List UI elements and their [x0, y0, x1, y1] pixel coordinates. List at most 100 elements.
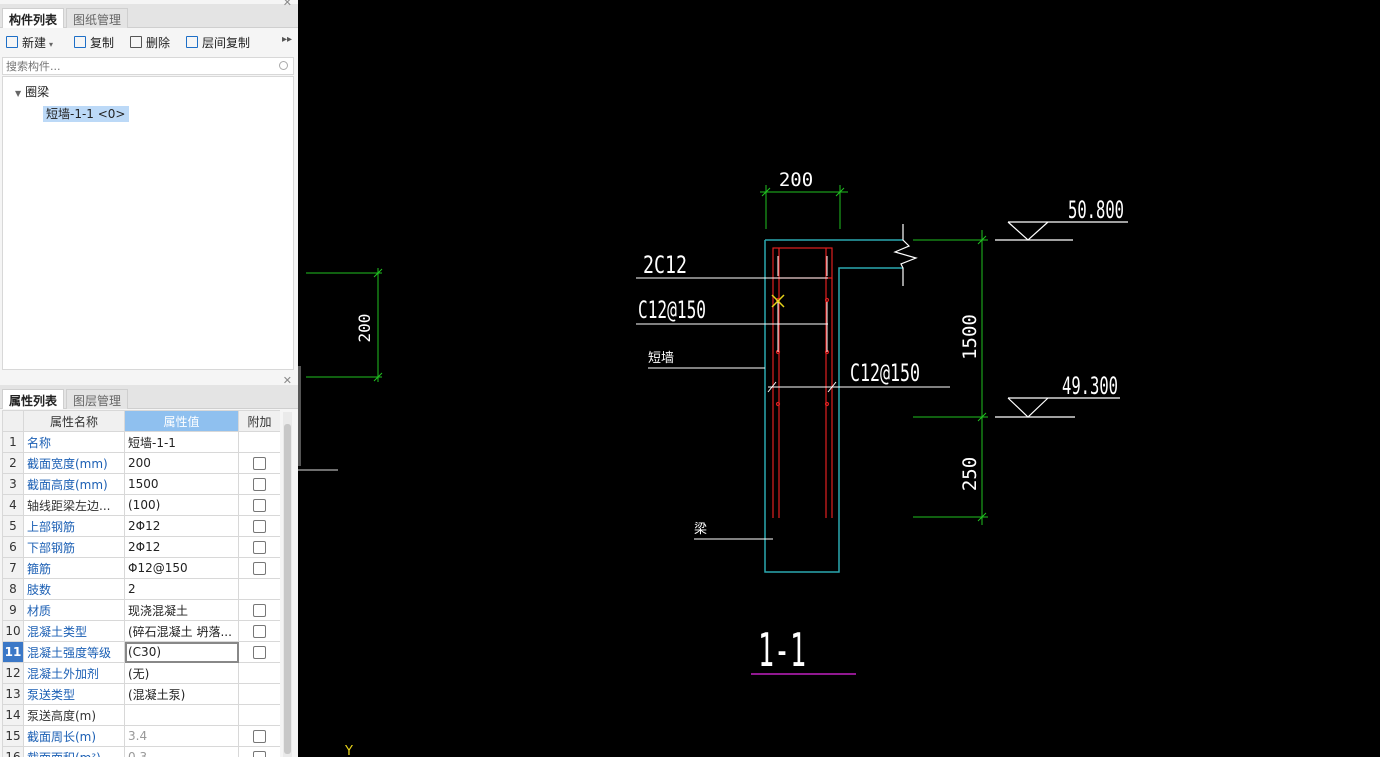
floor-copy-icon: [186, 36, 198, 48]
header-extra: 附加: [238, 410, 280, 432]
property-name: 截面周长(m): [23, 725, 125, 747]
floor-copy-button[interactable]: 层间复制: [186, 34, 250, 52]
property-value[interactable]: (碎石混凝土 坍落...: [124, 620, 239, 642]
property-scrollbar[interactable]: [283, 412, 292, 757]
component-tree: ▼圈梁 短墙-1-1 <0>: [2, 76, 294, 370]
extra-cell: [238, 515, 280, 537]
dropdown-caret-icon[interactable]: ▾: [49, 40, 54, 49]
extra-checkbox[interactable]: [253, 646, 266, 659]
label-2c12: 2C12: [643, 251, 687, 279]
label-short-wall: 短墙: [648, 351, 674, 366]
label-c12-150-a: C12@150: [638, 296, 706, 324]
tab-component-list[interactable]: 构件列表: [2, 8, 65, 28]
property-value[interactable]: 2: [124, 578, 239, 600]
property-value[interactable]: 2Φ12: [124, 536, 239, 558]
row-number: 2: [2, 452, 24, 474]
extra-cell: [238, 725, 280, 747]
stirrup-ticks: [777, 256, 828, 352]
splitter-handle[interactable]: [298, 366, 301, 466]
property-row[interactable]: 16截面面积(m²)0.3: [2, 746, 280, 757]
property-value[interactable]: 200: [124, 452, 239, 474]
extra-checkbox[interactable]: [253, 520, 266, 533]
left-dim-text: 200: [355, 314, 374, 343]
extra-checkbox[interactable]: [253, 562, 266, 575]
delete-button[interactable]: 删除: [130, 34, 170, 52]
drawing-canvas[interactable]: 200 200 2C1: [298, 0, 1380, 757]
scrollbar-thumb[interactable]: [284, 424, 291, 754]
property-value[interactable]: (100): [124, 494, 239, 516]
left-dimension: [306, 268, 383, 382]
header-corner: [2, 410, 24, 432]
more-tools-icon[interactable]: ▸▸: [282, 34, 293, 45]
property-value[interactable]: (C30): [124, 641, 239, 663]
header-property-value: 属性值: [124, 410, 239, 432]
extra-cell: [238, 494, 280, 516]
extra-checkbox[interactable]: [253, 541, 266, 554]
elevation-50800: 50.800: [1068, 196, 1124, 224]
extra-checkbox[interactable]: [253, 751, 266, 757]
property-value[interactable]: 2Φ12: [124, 515, 239, 537]
copy-button[interactable]: 复制: [74, 34, 114, 52]
property-value[interactable]: [124, 704, 239, 726]
tree-item-short-wall[interactable]: 短墙-1-1 <0>: [43, 105, 129, 122]
close-icon[interactable]: ✕: [282, 0, 292, 9]
extra-cell: [238, 746, 280, 757]
cursor-marker: [771, 294, 785, 308]
extra-checkbox[interactable]: [253, 604, 266, 617]
new-button[interactable]: 新建▾: [6, 34, 53, 52]
search-input[interactable]: [3, 58, 263, 74]
label-beam: 梁: [694, 522, 707, 537]
section-title: 1-1: [758, 623, 806, 677]
extra-checkbox[interactable]: [253, 499, 266, 512]
close-icon[interactable]: ✕: [282, 374, 292, 387]
extra-cell: [238, 431, 280, 453]
extra-checkbox[interactable]: [253, 730, 266, 743]
property-value[interactable]: 0.3: [124, 746, 239, 757]
extra-checkbox[interactable]: [253, 478, 266, 491]
row-number: 6: [2, 536, 24, 558]
tab-layer-management[interactable]: 图层管理: [66, 389, 129, 409]
property-value[interactable]: (无): [124, 662, 239, 684]
property-value[interactable]: 短墙-1-1: [124, 431, 239, 453]
property-value[interactable]: 1500: [124, 473, 239, 495]
property-name: 上部钢筋: [23, 515, 125, 537]
row-number: 3: [2, 473, 24, 495]
extra-checkbox[interactable]: [253, 625, 266, 638]
left-panel: 构件列表 图纸管理 ✕ 新建▾ 复制 删除 层间复制 ▸▸ ▼圈梁 短墙-1-1…: [0, 0, 298, 757]
tab-drawing-management[interactable]: 图纸管理: [66, 8, 129, 28]
tree-node-ring-beam[interactable]: ▼圈梁: [15, 85, 50, 99]
property-name: 混凝土强度等级: [23, 641, 125, 663]
copy-icon: [74, 36, 86, 48]
extra-checkbox[interactable]: [253, 457, 266, 470]
expand-triangle-icon[interactable]: ▼: [15, 89, 22, 98]
properties-tabbar: 属性列表 图层管理: [0, 385, 298, 409]
property-value[interactable]: 3.4: [124, 725, 239, 747]
extra-cell: [238, 683, 280, 705]
property-value[interactable]: Φ12@150: [124, 557, 239, 579]
property-value[interactable]: (混凝土泵): [124, 683, 239, 705]
right-dimension: [913, 230, 988, 525]
extra-cell: [238, 704, 280, 726]
property-value[interactable]: 现浇混凝土: [124, 599, 239, 621]
component-toolbar: 新建▾ 复制 删除 层间复制 ▸▸: [0, 30, 296, 56]
property-name: 截面高度(mm): [23, 473, 125, 495]
row-number: 7: [2, 557, 24, 579]
tab-property-list[interactable]: 属性列表: [2, 389, 65, 409]
search-icon[interactable]: [279, 61, 288, 70]
